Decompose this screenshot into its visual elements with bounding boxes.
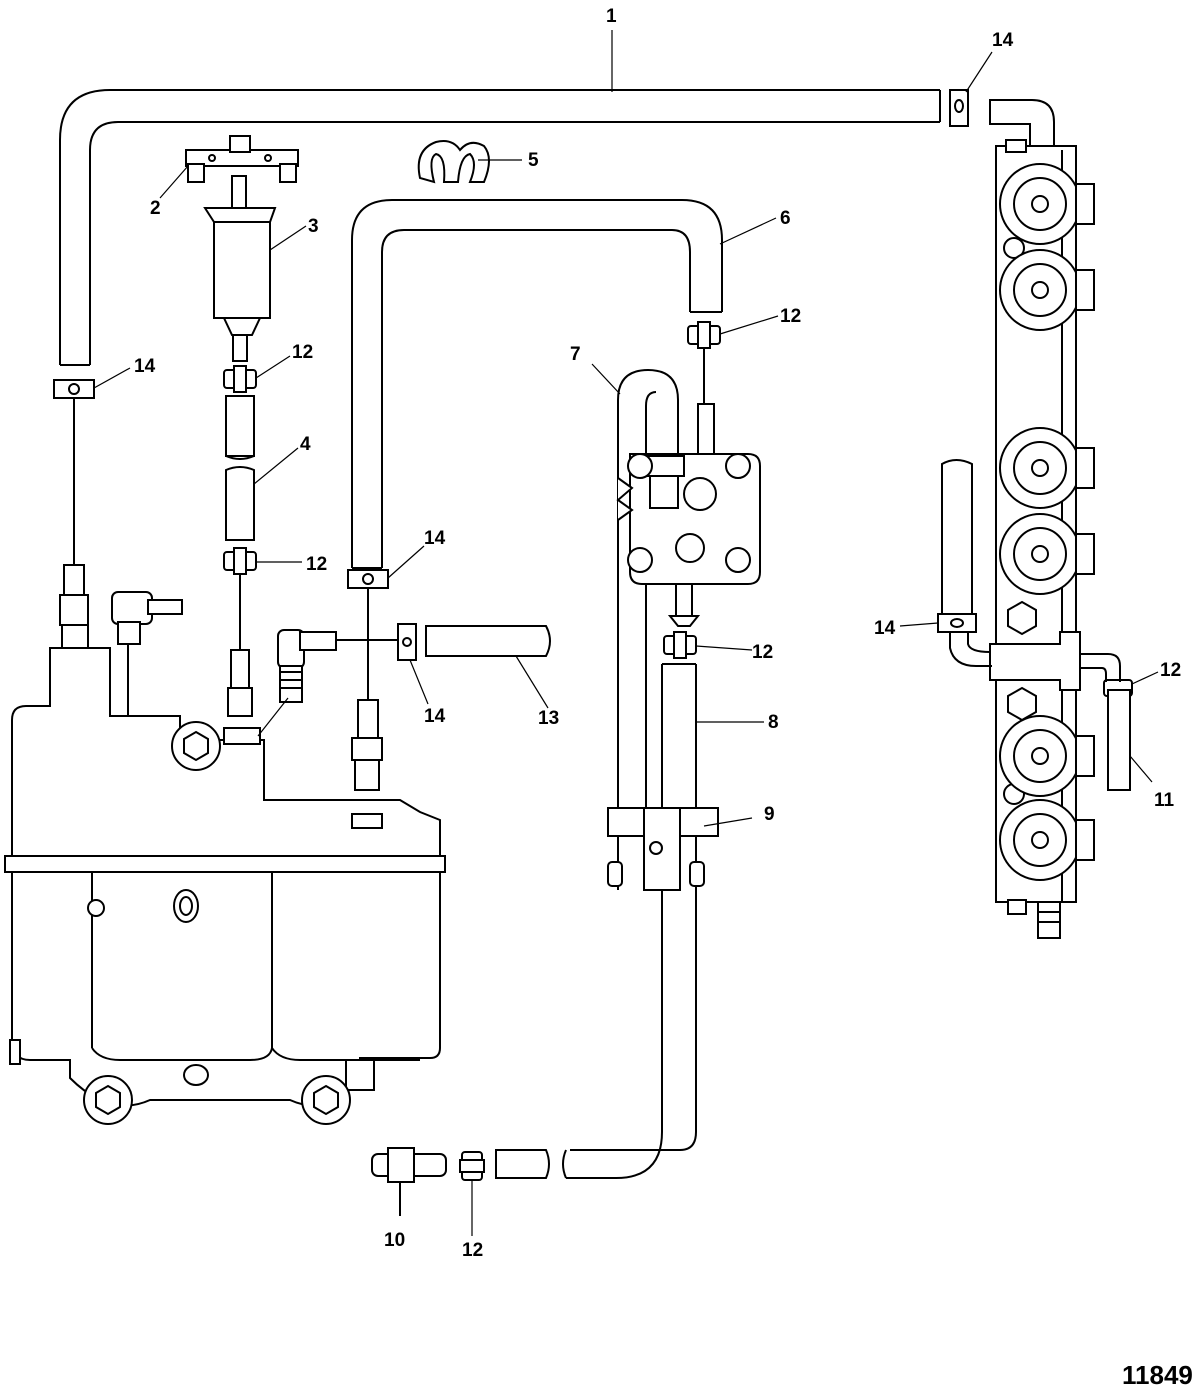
hose-1 (59, 89, 941, 366)
fitting-12-c (687, 321, 721, 405)
clamp-14-left (53, 379, 95, 565)
callout-12-e: 12 (462, 1240, 483, 1261)
callout-12-a: 12 (292, 342, 313, 363)
callout-12-f: 12 (1160, 660, 1181, 681)
callout-4: 4 (300, 434, 311, 455)
hose-6 (351, 199, 723, 569)
callout-9: 9 (764, 804, 775, 825)
injector-5 (999, 715, 1095, 797)
clip-9 (607, 807, 719, 891)
callout-14-lower: 14 (424, 706, 446, 727)
bracket-2 (185, 135, 299, 183)
hose-11 (1107, 689, 1131, 791)
nipple-fitting-left (59, 564, 89, 652)
callout-3: 3 (308, 216, 319, 237)
injector-6 (999, 799, 1095, 881)
hose-short (495, 1149, 550, 1179)
fuel-pump-7 (616, 368, 761, 890)
hose-8 (562, 663, 697, 1179)
nipple-fitting-center (227, 649, 253, 717)
callout-12-b: 12 (306, 554, 327, 575)
callout-11: 11 (1154, 790, 1175, 811)
callout-14-rail: 14 (874, 618, 896, 639)
bolt-bottom-left (83, 1075, 133, 1125)
fitting-12-b (223, 547, 257, 650)
nipple-fitting-right (351, 699, 383, 791)
callout-1: 1 (606, 6, 617, 27)
fuel-separator-body (4, 647, 446, 1107)
fitting-10 (371, 1147, 447, 1216)
fitting-12-a (223, 365, 257, 393)
callout-10: 10 (384, 1230, 405, 1251)
callout-14-mid: 14 (424, 528, 446, 549)
elbow-fitting-left (111, 591, 183, 718)
callout-14-left: 14 (134, 356, 156, 377)
callout-13: 13 (538, 708, 559, 729)
bolt-bottom-right (301, 1075, 351, 1125)
figure-number: 11849 (1122, 1360, 1193, 1390)
leader-lines (93, 30, 1159, 1236)
injector-3 (999, 427, 1095, 509)
fitting-12-d (663, 631, 697, 659)
clamp-14-lower (397, 623, 417, 661)
clamp-14-top (949, 89, 969, 127)
callout-6: 6 (780, 208, 791, 229)
hose-4 (225, 395, 255, 541)
bolt-top (171, 721, 221, 771)
callout-12-c: 12 (780, 306, 801, 327)
fuel-filter-3 (203, 175, 277, 362)
vacuum-hose (937, 459, 992, 667)
injector-4 (999, 513, 1095, 595)
callout-7: 7 (570, 344, 581, 365)
callout-5: 5 (528, 150, 539, 171)
fitting-12-e (459, 1151, 485, 1181)
elbow-fitting-right (277, 629, 337, 703)
clip-5 (417, 140, 490, 184)
callout-2: 2 (150, 198, 161, 219)
pressure-regulator (989, 631, 1121, 691)
clamp-14-mid (347, 569, 389, 700)
injector-1 (999, 163, 1095, 245)
callout-8: 8 (768, 712, 779, 733)
injector-2 (999, 249, 1095, 331)
hose-13 (336, 625, 551, 657)
callout-12-d: 12 (752, 642, 773, 663)
callout-14-top: 14 (992, 30, 1014, 51)
